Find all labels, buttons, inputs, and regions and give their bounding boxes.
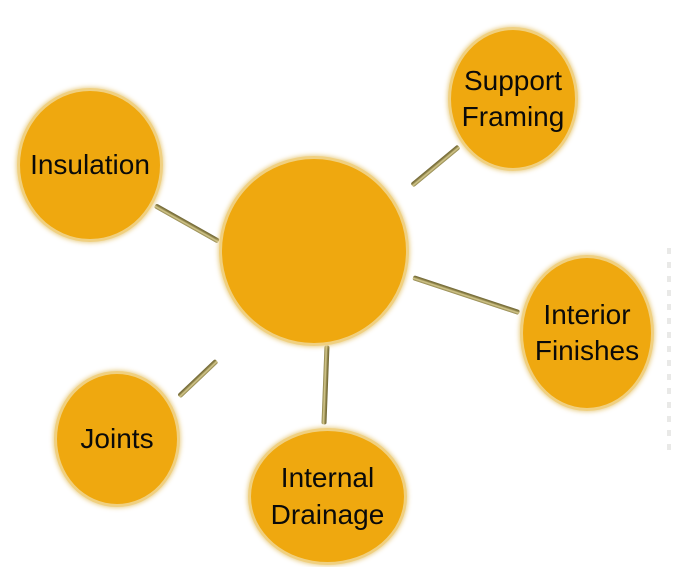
hub-node — [219, 156, 409, 346]
node-interior-finishes-label-line2: Finishes — [534, 335, 640, 366]
node-interior-finishes: Interior Finishes — [520, 255, 654, 411]
node-interior-finishes-label-line1: Interior — [543, 298, 631, 330]
node-support-framing: Support Framing — [448, 27, 578, 171]
connector-hub-to-internal-drainage — [321, 344, 330, 425]
node-insulation: Insulation — [17, 88, 163, 242]
node-internal-drainage: Internal Drainage — [248, 428, 407, 565]
node-joints: Joints — [54, 371, 180, 507]
connector-hub-to-interior-finishes — [412, 274, 521, 315]
node-internal-drainage-label-line1: Internal — [280, 462, 375, 494]
node-support-framing-label-line2: Framing — [461, 101, 565, 132]
node-insulation-label: Insulation — [30, 148, 150, 180]
connector-hub-to-support-framing — [410, 144, 461, 187]
node-support-framing-label-line1: Support — [463, 64, 563, 96]
node-joints-label: Joints — [80, 422, 154, 454]
scan-noise-artifact — [667, 248, 671, 458]
connector-hub-to-insulation — [153, 202, 220, 244]
node-internal-drainage-label-line2: Drainage — [270, 498, 385, 530]
connector-hub-to-joints — [177, 358, 219, 398]
